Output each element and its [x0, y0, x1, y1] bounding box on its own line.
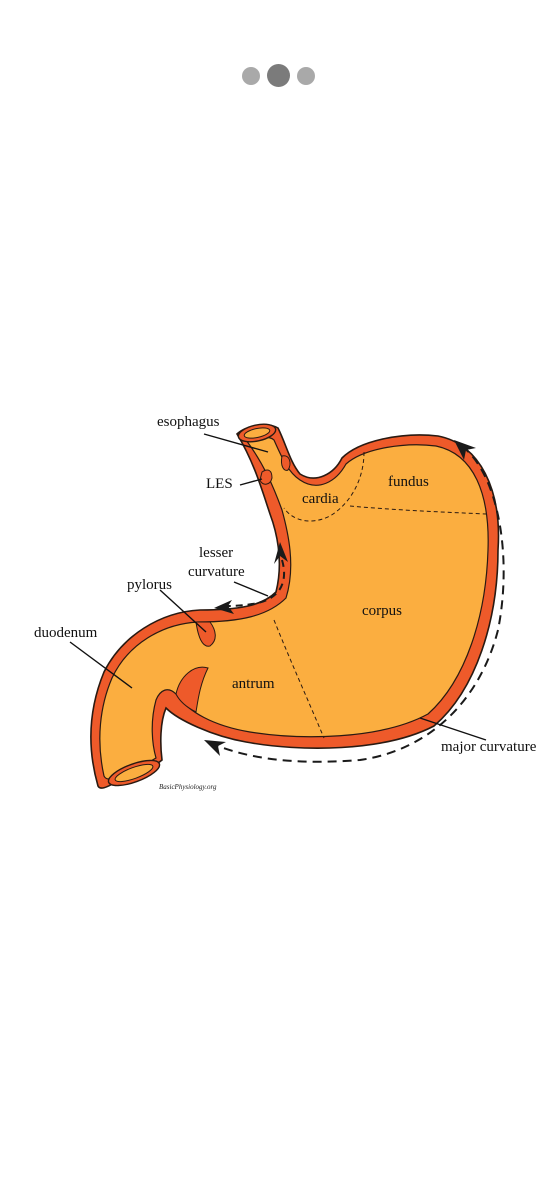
- label-major-curvature: major curvature: [441, 739, 537, 755]
- carousel-dot-3[interactable]: [296, 66, 315, 85]
- leader-lines: [69, 433, 487, 741]
- label-corpus: corpus: [362, 603, 402, 619]
- label-esophagus: esophagus: [157, 414, 220, 430]
- label-les: LES: [206, 476, 233, 492]
- major-curvature-arrow: [217, 445, 505, 763]
- lesser-curvature-arrow: [223, 559, 286, 607]
- credit-text: BasicPhysiology.org: [159, 783, 217, 791]
- label-duodenum: duodenum: [34, 625, 98, 641]
- carousel-pager: [0, 64, 556, 87]
- label-lesser-curvature-line2: curvature: [188, 564, 245, 580]
- label-fundus: fundus: [388, 474, 429, 490]
- carousel-dot-2-active[interactable]: [266, 64, 290, 87]
- label-lesser-curvature-line1: lesser: [199, 545, 233, 561]
- curvature-arrows: [204, 440, 505, 763]
- region-boundaries: [273, 451, 487, 739]
- carousel-dot-1[interactable]: [241, 66, 260, 85]
- label-cardia: cardia: [302, 491, 339, 507]
- stomach-illustration: [90, 423, 500, 789]
- label-antrum: antrum: [232, 676, 275, 692]
- labels: esophagus LES cardia fundus lesser curva…: [34, 414, 537, 791]
- les-sphincter: [259, 469, 273, 485]
- duodenum-fold: [175, 666, 209, 713]
- label-pylorus: pylorus: [127, 577, 172, 593]
